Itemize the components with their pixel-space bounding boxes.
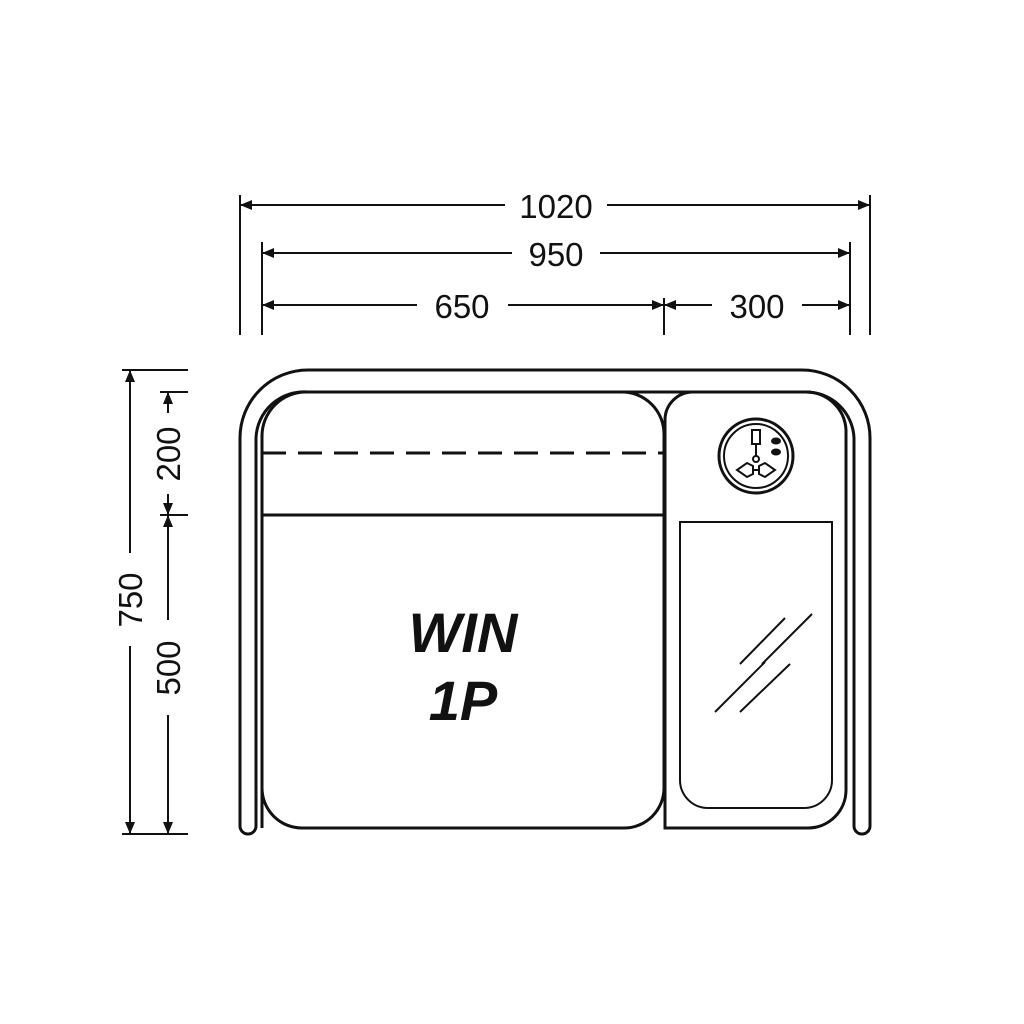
backrest-height-label: 200 bbox=[150, 426, 187, 481]
dimension-overall-height: 750 bbox=[112, 369, 188, 835]
side-table-width-label: 300 bbox=[729, 288, 784, 325]
product-name-line2: 1P bbox=[429, 669, 498, 732]
dimension-overall-width: 1020 bbox=[239, 188, 871, 335]
seat-depth-label: 500 bbox=[150, 640, 187, 695]
side-table bbox=[663, 390, 848, 830]
dimension-backrest-height: 200 bbox=[150, 391, 188, 516]
dimension-side-table-width: 300 bbox=[664, 288, 850, 325]
seat-width-label: 650 bbox=[434, 288, 489, 325]
dimension-seat-width: 650 bbox=[262, 288, 665, 335]
overall-width-label: 1020 bbox=[519, 188, 592, 225]
overall-height-label: 750 bbox=[112, 572, 149, 627]
inner-width-label: 950 bbox=[528, 236, 583, 273]
dimension-seat-depth: 500 bbox=[150, 515, 187, 834]
product-name-line1: WIN bbox=[409, 601, 519, 664]
dimension-inner-width: 950 bbox=[261, 236, 851, 335]
glass-panel bbox=[679, 521, 833, 809]
glass-panel-reflection-icon bbox=[714, 613, 813, 713]
sofa-frame bbox=[238, 368, 872, 836]
universal-power-socket-icon bbox=[717, 417, 795, 495]
